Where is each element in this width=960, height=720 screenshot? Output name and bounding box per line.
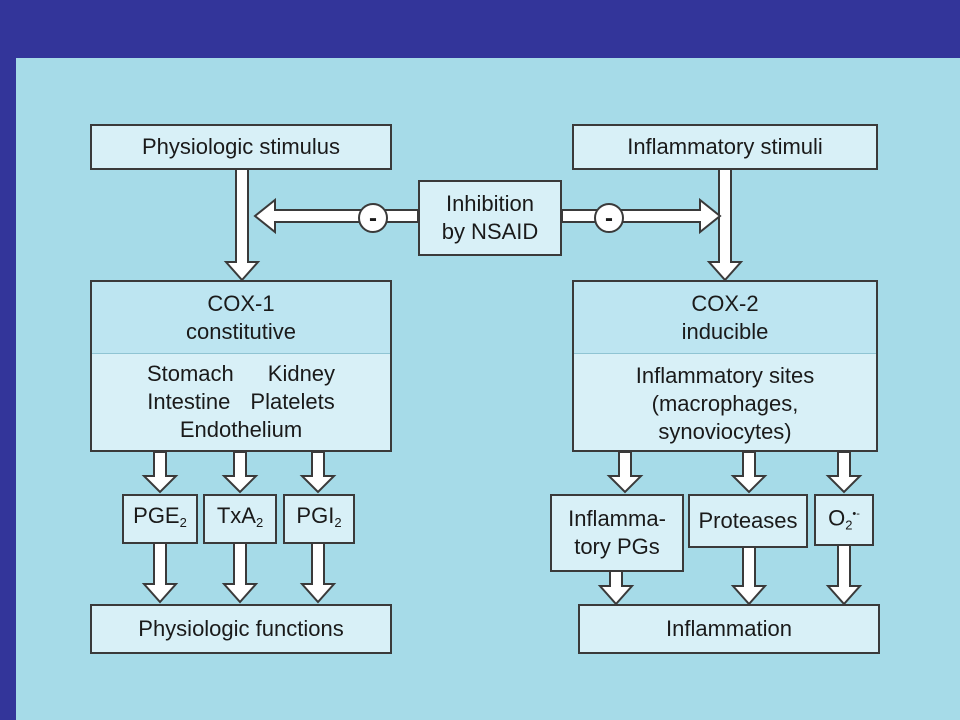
txa2-label: TxA2 — [217, 502, 263, 537]
arrow-inhibition-left — [253, 197, 419, 235]
inflammatory-stimuli-label: Inflammatory stimuli — [627, 134, 823, 159]
site-endothelium: Endothelium — [179, 417, 303, 442]
pge2-subscript: 2 — [179, 514, 187, 530]
pge2-label: PGE2 — [133, 502, 187, 537]
arrow-cox2-to-inflam-pgs — [606, 451, 644, 494]
arrow-inflam-pgs-to-inflammation — [597, 569, 635, 606]
cox1-header: COX-1 constitutive — [92, 282, 390, 354]
site-intestine: Intestine — [147, 389, 231, 414]
superoxide-label: O2•- — [828, 500, 860, 539]
pgi2-subscript: 2 — [334, 514, 342, 530]
txa2-base: TxA — [216, 502, 256, 528]
cox2-line2: (macrophages, — [651, 391, 799, 416]
arrow-cox2-to-proteases — [730, 451, 768, 494]
inflammation-box: Inflammation — [578, 604, 880, 654]
inhibition-line2: by NSAID — [441, 219, 539, 244]
inflammatory-stimuli-box: Inflammatory stimuli — [572, 124, 878, 170]
cox2-line1: Inflammatory sites — [635, 363, 815, 388]
cox2-box: COX-2 inducible Inflammatory sites (macr… — [572, 280, 878, 452]
cox1-title: COX-1 — [207, 291, 275, 316]
superoxide-subscript: 2 — [845, 517, 853, 533]
arrow-cox2-to-o2 — [825, 451, 863, 494]
cox2-title: COX-2 — [691, 291, 759, 316]
pgi2-box: PGI2 — [283, 494, 355, 544]
superoxide-base: O — [828, 505, 846, 531]
minus-circle-left — [358, 203, 388, 233]
cox2-subtitle: inducible — [681, 319, 769, 344]
minus-circle-right — [594, 203, 624, 233]
arrow-pge-to-functions — [141, 541, 179, 604]
inhibition-line1: Inhibition — [445, 191, 535, 216]
arrow-cox1-to-txa — [221, 451, 259, 494]
physiologic-functions-box: Physiologic functions — [90, 604, 392, 654]
superoxide-box: O2•- — [814, 494, 874, 546]
txa2-subscript: 2 — [255, 514, 264, 530]
proteases-box: Proteases — [688, 494, 808, 548]
physiologic-functions-label: Physiologic functions — [138, 616, 344, 641]
superoxide-superscript: •- — [852, 508, 860, 521]
site-kidney: Kidney — [267, 361, 336, 386]
site-stomach: Stomach — [146, 361, 234, 386]
cox1-box: COX-1 constitutive Stomach Kidney Intest… — [90, 280, 392, 452]
arrow-physiologic-to-cox1 — [223, 167, 261, 282]
inflammatory-pgs-box: Inflamma- tory PGs — [550, 494, 684, 572]
arrow-pgi-to-functions — [299, 541, 337, 604]
pge2-base: PGE — [133, 502, 180, 528]
physiologic-stimulus-label: Physiologic stimulus — [141, 134, 341, 159]
inflammatory-pgs-line1: Inflamma- — [568, 506, 666, 531]
pge2-box: PGE2 — [122, 494, 198, 544]
proteases-label: Proteases — [698, 508, 798, 533]
cox1-sites-row2: Intestine Platelets — [92, 388, 390, 416]
cox2-sites: Inflammatory sites (macrophages, synovio… — [574, 354, 876, 450]
pgi2-base: PGI — [296, 502, 335, 528]
site-platelets: Platelets — [250, 389, 335, 414]
cox1-sites: Stomach Kidney Intestine Platelets Endot… — [92, 354, 390, 450]
arrow-inhibition-right — [561, 197, 722, 235]
arrow-inflammatory-to-cox2 — [706, 167, 744, 282]
arrow-o2-to-inflammation — [825, 543, 863, 606]
arrow-cox1-to-pge — [141, 451, 179, 494]
inflammatory-pgs-line2: tory PGs — [574, 534, 660, 559]
inflammation-label: Inflammation — [666, 616, 792, 641]
cox2-header: COX-2 inducible — [574, 282, 876, 354]
minus-sign-left: - — [369, 205, 377, 232]
inhibition-box: Inhibition by NSAID — [418, 180, 562, 256]
pgi2-label: PGI2 — [296, 502, 341, 537]
cox1-sites-row1: Stomach Kidney — [92, 360, 390, 388]
physiologic-stimulus-box: Physiologic stimulus — [90, 124, 392, 170]
minus-sign-right: - — [605, 205, 613, 232]
arrow-txa-to-functions — [221, 541, 259, 604]
arrow-cox1-to-pgi — [299, 451, 337, 494]
cox1-subtitle: constitutive — [185, 319, 297, 344]
cox2-line3: synoviocytes) — [658, 419, 792, 444]
arrow-proteases-to-inflammation — [730, 545, 768, 606]
txa2-box: TxA2 — [203, 494, 277, 544]
